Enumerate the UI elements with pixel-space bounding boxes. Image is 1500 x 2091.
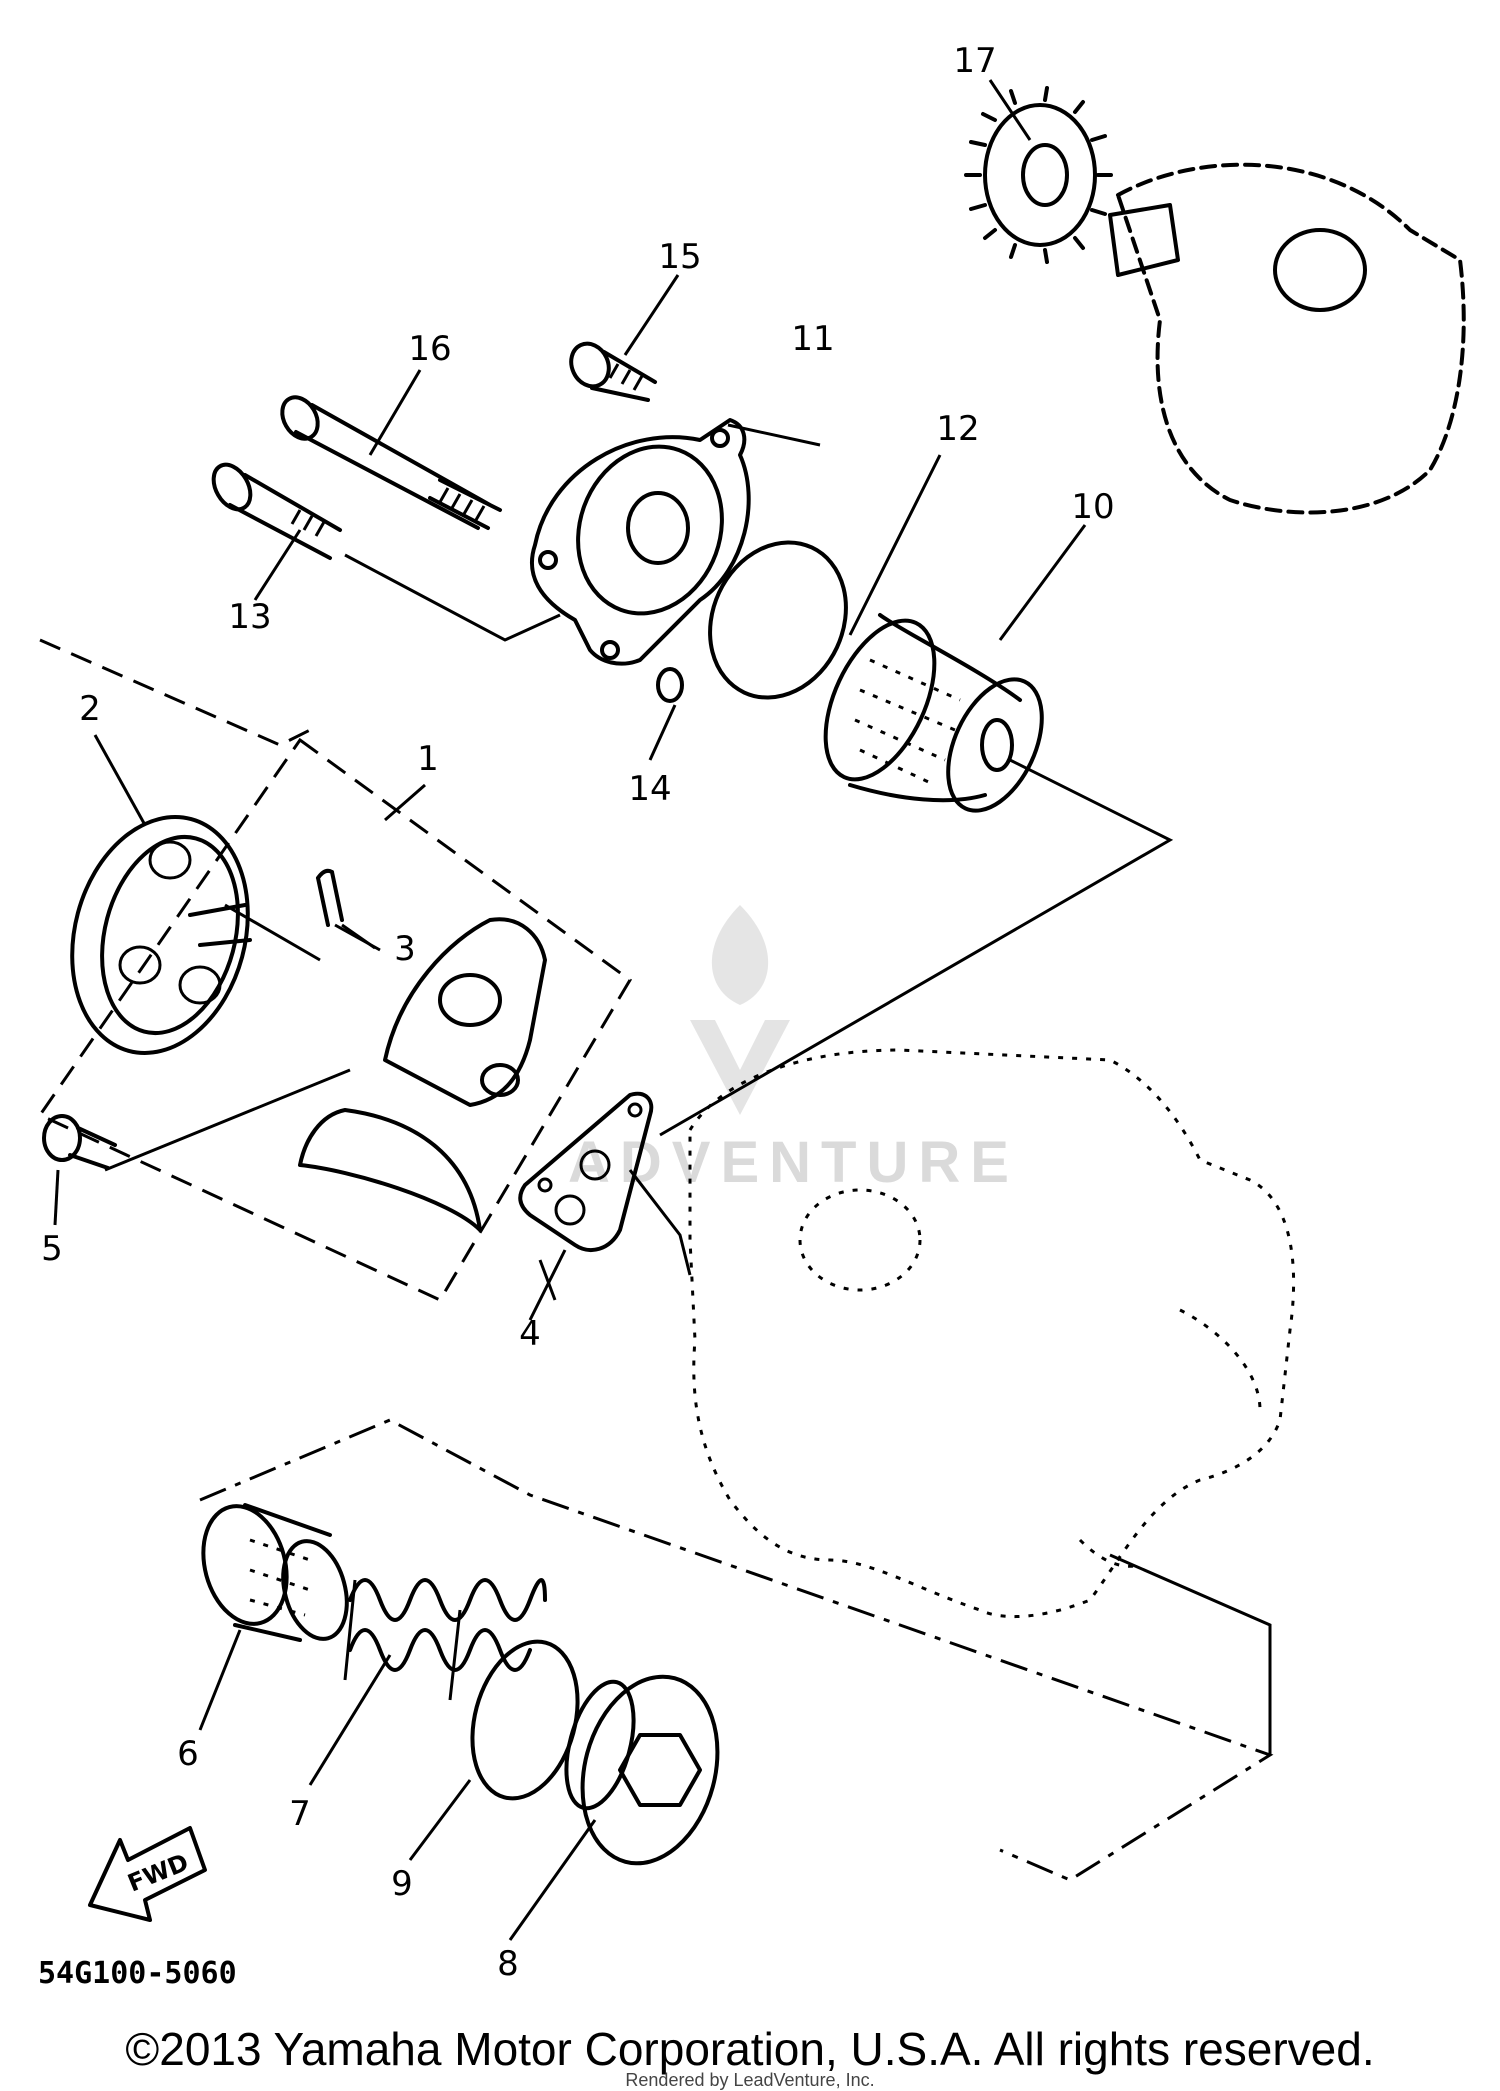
part-12-o-ring	[708, 540, 848, 700]
callout-4: 4	[519, 1314, 541, 1354]
callout-14: 14	[628, 769, 671, 809]
part-3-pin	[316, 868, 376, 950]
part-4-gasket-plate	[518, 1091, 692, 1301]
v-logo-icon	[690, 1020, 790, 1115]
callout-3: 3	[394, 929, 416, 969]
part-2-pump-gear	[70, 815, 321, 1055]
callout-2: 2	[79, 689, 101, 729]
rendered-by-notice: Rendered by LeadVenture, Inc.	[625, 2070, 875, 2090]
part-16-long-bolt	[280, 395, 502, 530]
drain-connection-line	[1109, 1553, 1272, 1755]
callout-6: 6	[177, 1734, 199, 1774]
callout-7: 7	[289, 1794, 311, 1834]
leadventure-watermark: ADVENTURE	[568, 905, 1009, 1195]
crankcase-flange	[1078, 1308, 1262, 1568]
callout-labels: 17 15 11 12 10 16 13 14 1 2 3 5 4 6 7 9 …	[41, 41, 1114, 1984]
callout-1: 1	[417, 739, 439, 779]
part-10-oil-filter	[659, 613, 1174, 1137]
part-17-gear-assembly	[964, 86, 1466, 515]
part-15-short-bolt	[569, 341, 657, 402]
flame-icon	[711, 905, 769, 1005]
part-7-spring	[343, 1578, 547, 1701]
callout-12: 12	[936, 409, 979, 449]
crankcase-bore	[798, 1188, 922, 1292]
callout-13: 13	[228, 597, 271, 637]
callout-16: 16	[408, 329, 451, 369]
callout-11: 11	[791, 319, 834, 359]
callout-8: 8	[497, 1944, 519, 1984]
callout-5: 5	[41, 1229, 63, 1269]
gear-17-icon	[964, 86, 1113, 264]
part-1-pump-assembly-outline	[37, 638, 632, 1302]
part-14-small-o-ring	[656, 667, 684, 703]
fwd-arrow-icon	[88, 1826, 207, 1922]
callout-17: 17	[953, 41, 996, 81]
copyright-notice: ©2013 Yamaha Motor Corporation, U.S.A. A…	[125, 2023, 1375, 2075]
drain-plug-assembly-frame	[199, 1418, 1274, 1882]
callout-15: 15	[658, 237, 701, 277]
part-6-strainer	[201, 1503, 349, 1642]
part-code: 54G100-5060	[38, 1956, 237, 1991]
crankcase-outline	[688, 1048, 1296, 1618]
pump-body	[104, 917, 547, 1232]
callout-10: 10	[1071, 487, 1114, 527]
callout-leader-lines	[53, 79, 1087, 1941]
callout-9: 9	[391, 1864, 413, 1904]
part-13-bolt	[211, 462, 561, 642]
part-11-filter-cover	[529, 418, 751, 666]
fwd-arrow: FWD	[88, 1826, 207, 1922]
part-5-screw	[42, 1114, 117, 1170]
part-8-drain-plug	[564, 1674, 720, 1866]
